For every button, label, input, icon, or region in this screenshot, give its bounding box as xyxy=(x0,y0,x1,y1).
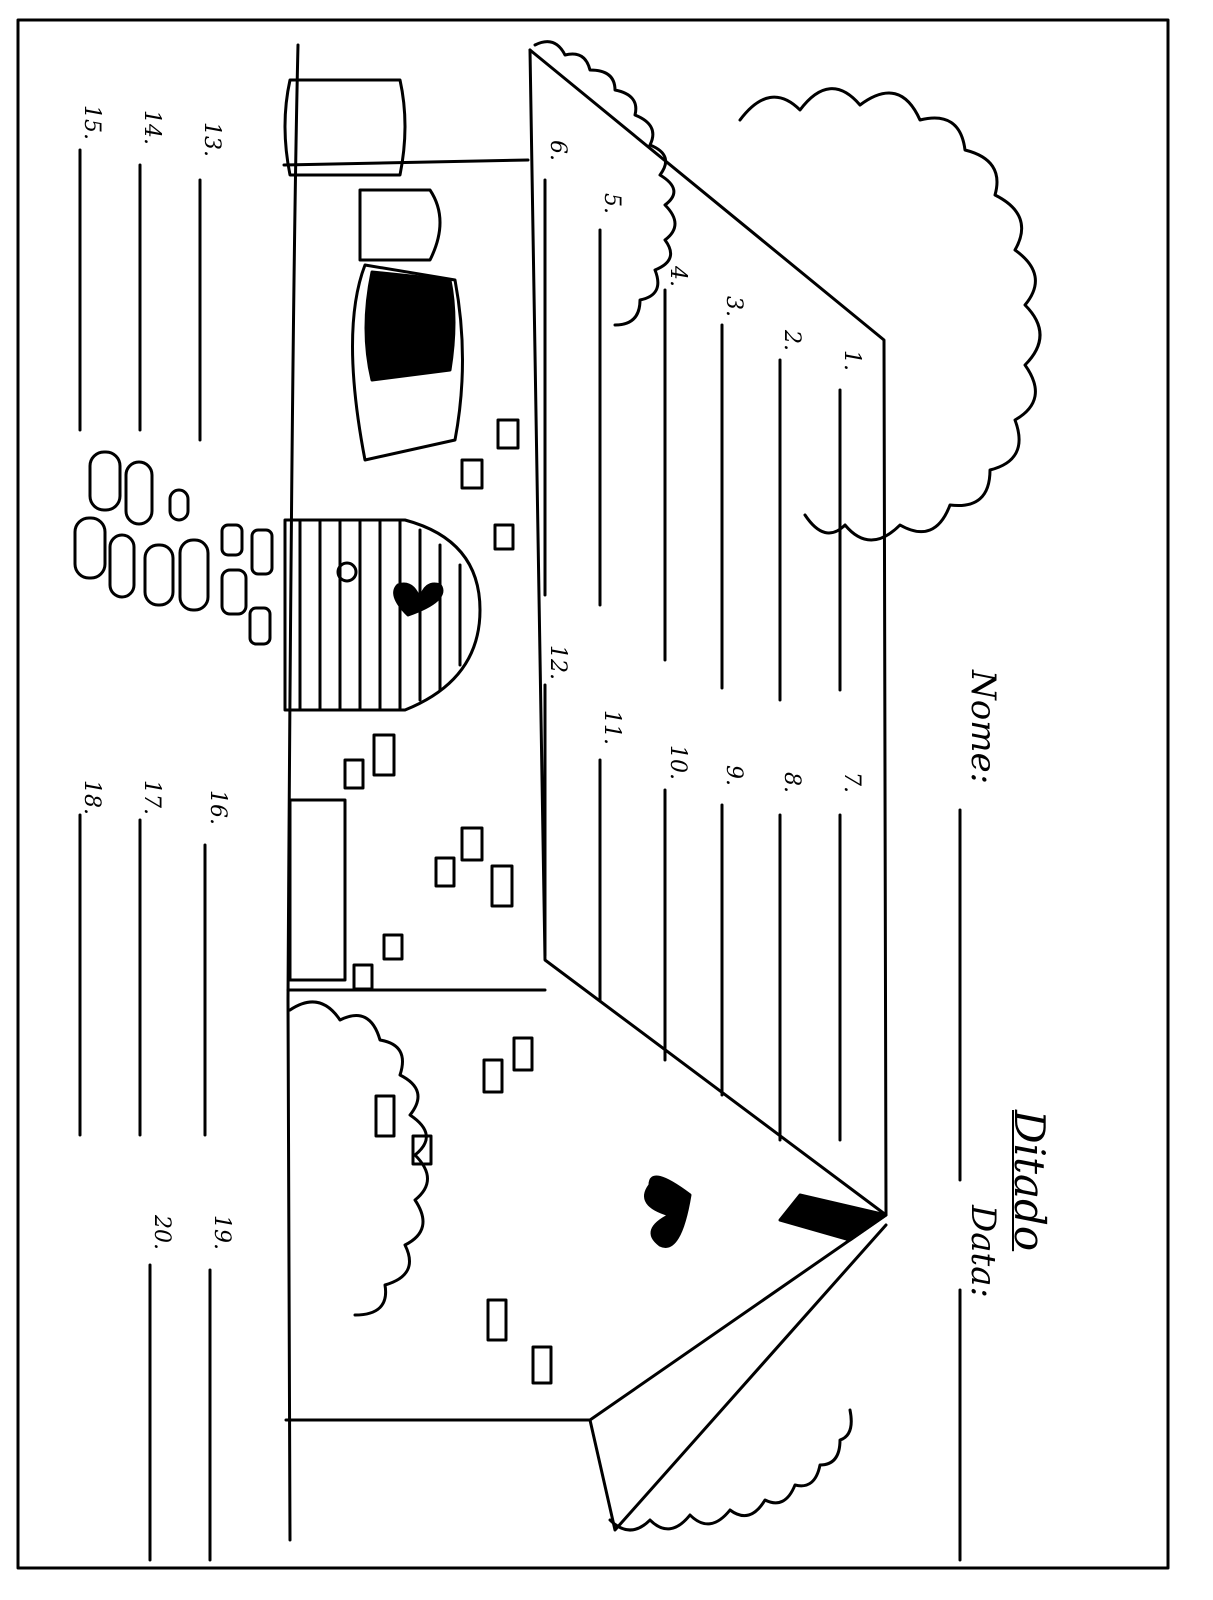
writing-lines xyxy=(78,148,962,1562)
brick xyxy=(460,826,484,862)
roof-gable xyxy=(588,1223,888,1532)
roof-edge xyxy=(528,48,888,1217)
item-number-13: 13. xyxy=(199,122,224,157)
door-heart xyxy=(393,582,444,617)
item-number-2: 2. xyxy=(779,330,804,351)
gable-scallop xyxy=(608,1408,853,1532)
item-number-12: 12. xyxy=(545,645,570,680)
item-number-19: 19. xyxy=(209,1215,234,1250)
brick xyxy=(382,933,404,961)
item-number-9: 9. xyxy=(721,765,746,786)
item-number-1: 1. xyxy=(839,350,864,371)
item-number-14: 14. xyxy=(139,110,164,145)
brick xyxy=(434,856,456,888)
brick xyxy=(512,1036,534,1072)
brick xyxy=(496,418,520,450)
item-number-10: 10. xyxy=(665,745,690,780)
stone xyxy=(88,450,122,512)
stone xyxy=(108,533,136,599)
arched-window-shade xyxy=(364,270,456,382)
arched-window xyxy=(351,263,464,462)
stone xyxy=(178,538,210,612)
gable-heart xyxy=(644,1175,692,1248)
stone xyxy=(73,516,107,580)
stone xyxy=(220,568,248,616)
roof-scallop xyxy=(533,40,677,327)
item-number-17: 17. xyxy=(139,780,164,815)
item-number-3: 3. xyxy=(721,296,746,317)
brick xyxy=(493,523,515,551)
brick xyxy=(490,864,514,908)
brick xyxy=(343,758,365,790)
brick xyxy=(372,733,396,777)
brick xyxy=(374,1094,396,1138)
stone xyxy=(168,488,190,522)
worksheet-title: Ditado xyxy=(1005,1110,1054,1252)
door-knob xyxy=(336,561,358,583)
brick xyxy=(460,458,484,490)
brick xyxy=(482,1058,504,1094)
bush-left xyxy=(288,1000,429,1317)
stone xyxy=(220,523,244,557)
wall-top-line xyxy=(282,158,530,167)
item-number-15: 15. xyxy=(79,105,104,140)
item-number-7: 7. xyxy=(839,772,864,793)
stone xyxy=(250,528,274,576)
brick xyxy=(411,1134,433,1166)
bench xyxy=(288,798,347,982)
item-number-6: 6. xyxy=(545,140,570,161)
item-number-11: 11. xyxy=(599,710,624,745)
tree-foliage xyxy=(738,87,1042,542)
item-number-18: 18. xyxy=(79,780,104,815)
name-label: Nome: xyxy=(963,670,1003,785)
chimney-shade xyxy=(778,1193,888,1242)
stone xyxy=(124,460,154,526)
window-top xyxy=(283,78,407,177)
item-number-16: 16. xyxy=(205,790,230,825)
stone xyxy=(143,543,175,607)
item-number-20: 20. xyxy=(149,1215,174,1250)
item-number-8: 8. xyxy=(779,772,804,793)
date-label: Data: xyxy=(963,1205,1003,1298)
brick xyxy=(531,1345,553,1385)
brick xyxy=(486,1298,508,1342)
window-small xyxy=(358,188,442,262)
door-planks xyxy=(298,518,462,712)
door xyxy=(283,518,482,712)
item-number-5: 5. xyxy=(599,193,624,214)
brick xyxy=(352,963,374,991)
stone xyxy=(248,606,272,646)
page-border xyxy=(16,18,1170,1570)
item-number-4: 4. xyxy=(665,266,690,287)
